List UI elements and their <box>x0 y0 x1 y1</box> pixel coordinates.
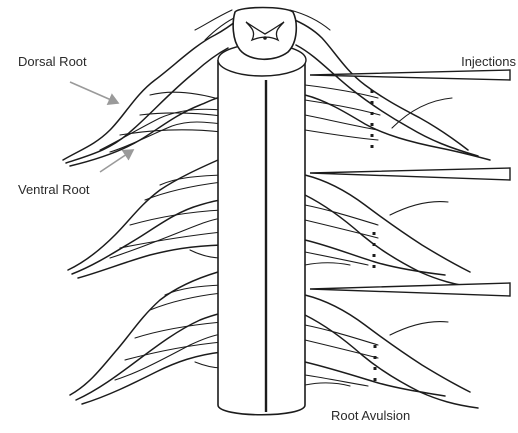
spinal-cord-cross-section <box>233 8 296 60</box>
root-avulsion-label: Root Avulsion <box>331 408 410 423</box>
right-root-bundle-2 <box>305 175 478 288</box>
ventral-root-label: Ventral Root <box>18 182 90 197</box>
ventral-root-arrow <box>100 150 133 172</box>
dorsal-root-arrow <box>70 82 118 103</box>
left-root-bundle-3 <box>70 272 222 404</box>
right-nerve-roots <box>290 10 490 408</box>
right-root-bundle-3 <box>305 295 478 408</box>
dorsal-root-label: Dorsal Root <box>18 54 87 69</box>
injection-needle-2 <box>310 168 510 268</box>
left-root-bundle-2 <box>68 160 222 278</box>
left-nerve-roots <box>63 10 240 404</box>
spinal-cord <box>218 44 306 415</box>
left-root-bundle-1 <box>63 10 240 166</box>
injections-label: Injections <box>461 54 516 69</box>
right-root-bundle-1 <box>290 10 490 160</box>
